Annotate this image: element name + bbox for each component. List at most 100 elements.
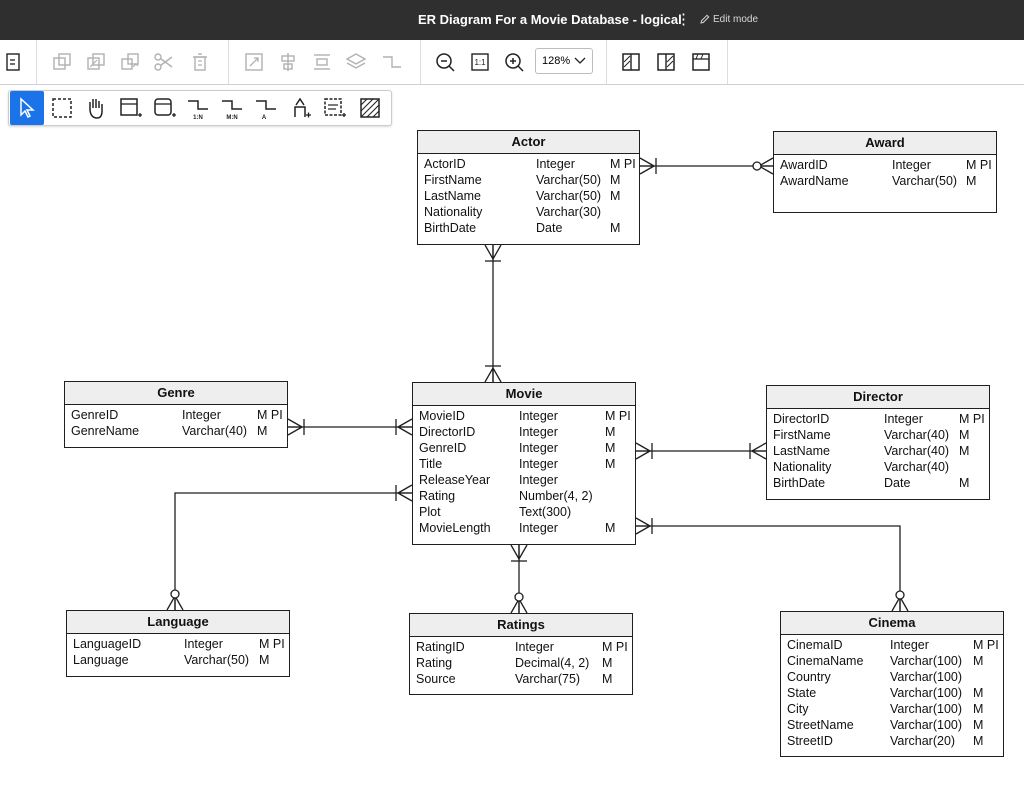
crowfoot-director[interactable] xyxy=(751,442,767,460)
attribute-flags: M PI xyxy=(257,408,283,422)
crowfoot-movie-cinema[interactable] xyxy=(635,517,651,535)
crowfoot-movie-genre[interactable] xyxy=(397,418,413,436)
attribute-type: Varchar(30) xyxy=(536,205,602,219)
attribute-flags: M PI xyxy=(966,158,992,172)
one-to-many-relation-icon[interactable]: 1:N xyxy=(181,91,215,125)
attribute-name: CinemaName xyxy=(787,654,864,668)
crowfoot-actor-bottom[interactable] xyxy=(484,244,502,260)
copy-icon[interactable] xyxy=(84,50,108,74)
marquee-select-icon[interactable] xyxy=(45,91,79,125)
crowfoot-movie-director[interactable] xyxy=(635,442,651,460)
add-inheritance-icon[interactable] xyxy=(283,91,317,125)
entity-title: Award xyxy=(774,132,996,155)
crowfoot-movie-top[interactable] xyxy=(484,367,502,383)
add-view-icon[interactable] xyxy=(147,91,181,125)
attribute-type: Varchar(100) xyxy=(890,670,963,684)
add-area-icon[interactable] xyxy=(353,91,387,125)
attribute-type: Integer xyxy=(519,409,558,423)
attribute-name: CinemaID xyxy=(787,638,843,652)
actual-size-icon[interactable]: 1:1 xyxy=(468,50,492,74)
add-entity-icon[interactable] xyxy=(113,91,147,125)
distribute-icon[interactable] xyxy=(310,50,334,74)
zoom-in-icon[interactable] xyxy=(502,50,526,74)
delete-icon[interactable] xyxy=(188,50,212,74)
align-icon[interactable] xyxy=(276,50,300,74)
attribute-flags: M xyxy=(605,441,616,455)
crowfoot-movie-ratings[interactable] xyxy=(510,544,528,560)
crowfoot-genre[interactable] xyxy=(287,418,303,436)
panel-toggle-icon[interactable] xyxy=(2,50,26,74)
line-style-icon[interactable] xyxy=(380,50,404,74)
zoom-out-icon[interactable] xyxy=(433,50,457,74)
attribute-flags: M xyxy=(602,656,613,670)
duplicate-icon[interactable] xyxy=(50,50,74,74)
attribute-name: Plot xyxy=(419,505,441,519)
add-note-icon[interactable] xyxy=(317,91,351,125)
layers-icon[interactable] xyxy=(344,50,368,74)
attribute-flags: M xyxy=(973,734,984,748)
kebab-menu-icon[interactable]: ⋮ xyxy=(676,11,691,28)
select-tool-icon[interactable] xyxy=(10,91,44,125)
resize-icon[interactable] xyxy=(242,50,266,74)
edit-mode-button[interactable]: Edit mode xyxy=(700,14,758,25)
cut-icon[interactable] xyxy=(152,50,176,74)
paste-icon[interactable] xyxy=(118,50,142,74)
attribute-row[interactable]: Country Varchar(100) xyxy=(781,669,1003,685)
zoom-level-select[interactable]: 128% xyxy=(535,48,593,74)
crowfoot-movie-language[interactable] xyxy=(397,484,413,502)
grid-icon[interactable] xyxy=(689,50,713,74)
arc-relation-icon[interactable]: A xyxy=(249,91,283,125)
fill-right-icon[interactable] xyxy=(654,50,678,74)
crowfoot-actor[interactable] xyxy=(639,157,655,175)
attribute-name: GenreName xyxy=(71,424,140,438)
attribute-name: Country xyxy=(787,670,831,684)
relationship-movie-cinema[interactable] xyxy=(636,525,901,611)
many-to-many-relation-icon[interactable]: M:N xyxy=(215,91,249,125)
pan-hand-icon[interactable] xyxy=(79,91,113,125)
fill-left-icon[interactable] xyxy=(619,50,643,74)
relationship-movie-language[interactable] xyxy=(174,492,412,610)
